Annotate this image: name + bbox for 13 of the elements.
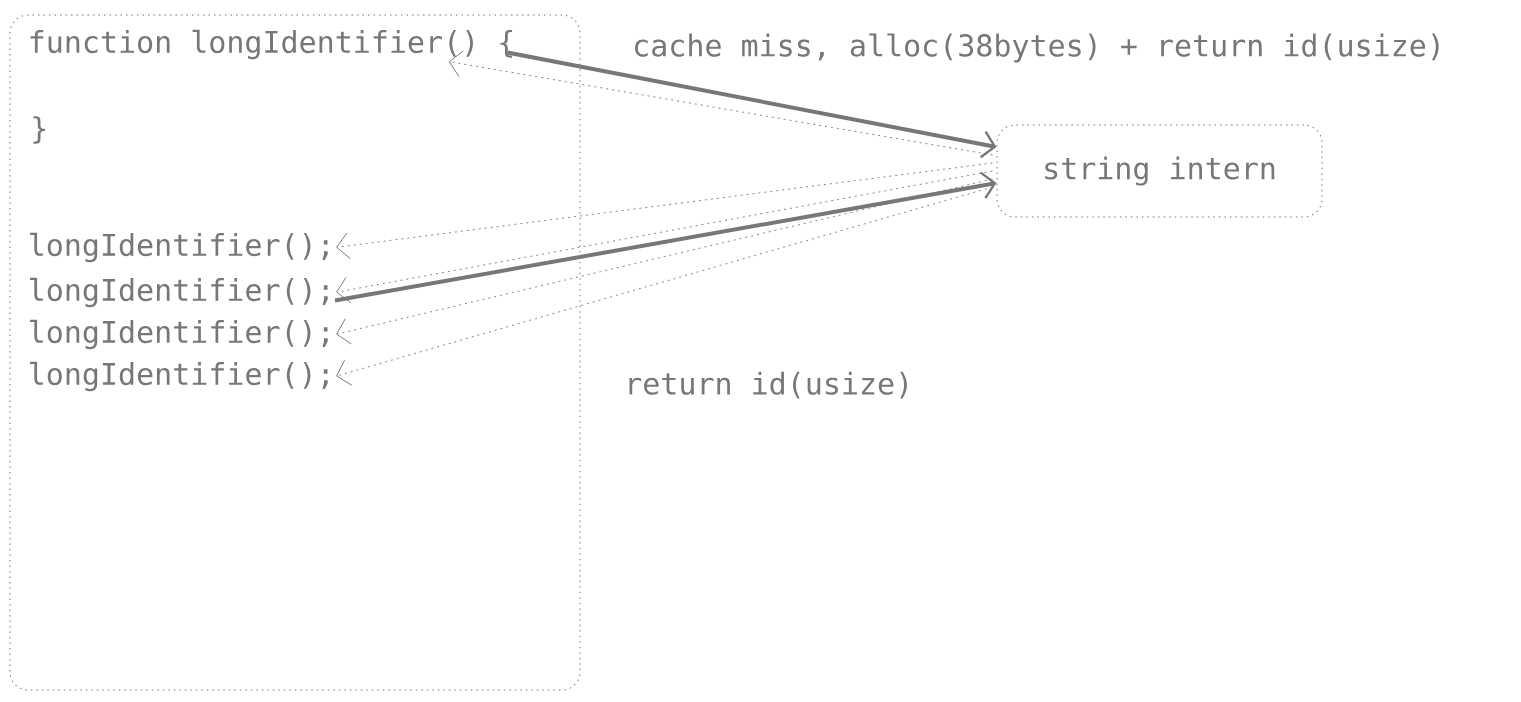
code-line: longIdentifier(); xyxy=(30,361,328,392)
arrow xyxy=(336,186,993,386)
arrow xyxy=(336,162,993,260)
label: } xyxy=(33,116,45,144)
code-line: longIdentifier(); xyxy=(30,232,328,263)
process-box: string intern xyxy=(996,124,1323,218)
arrow xyxy=(336,178,993,345)
code-line: function longIdentifier() { xyxy=(30,29,513,60)
edge-label: cache miss, alloc(38bytes) + return id(usize) xyxy=(635,33,1439,63)
code-line: longIdentifier(); xyxy=(30,277,328,308)
label: return id(usize) xyxy=(629,371,907,399)
code-panel xyxy=(9,14,581,691)
code-line: longIdentifier(); xyxy=(30,319,328,350)
